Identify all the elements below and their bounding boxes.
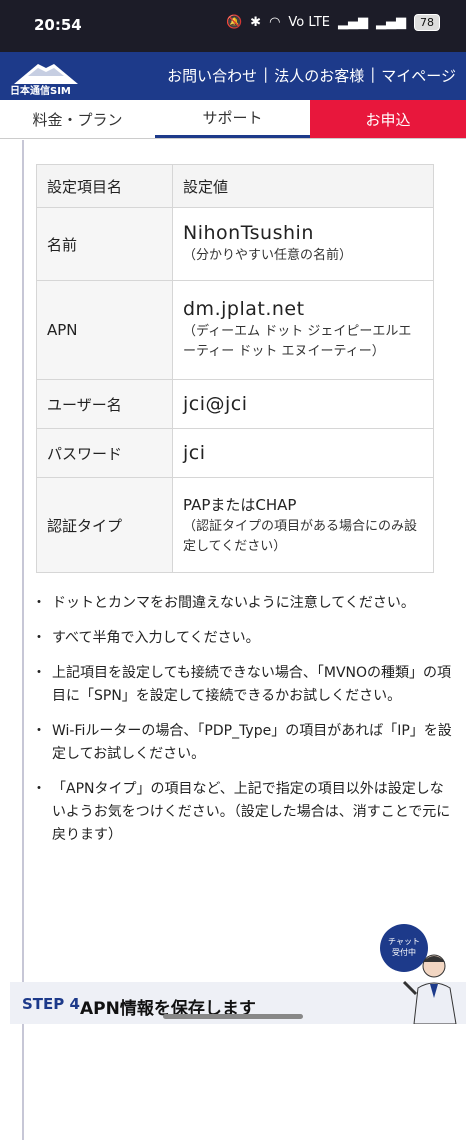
row-value-cell: jci bbox=[172, 428, 434, 478]
table-row: ユーザー名 jci@jci bbox=[36, 379, 434, 429]
table-row: パスワード jci bbox=[36, 428, 434, 478]
table-header-key: 設定項目名 bbox=[36, 164, 173, 208]
chat-agent-icon[interactable] bbox=[400, 948, 460, 1024]
mountain-logo-icon[interactable] bbox=[8, 58, 84, 96]
list-item: 「APNタイプ」の項目など、上記で指定の項目以外は設定しないようお気をつけくださ… bbox=[32, 778, 456, 847]
status-bar: 20:54 🔕 ✱ ◠ Vo LTE ▂▄▆ ▂▄▆ 78 bbox=[0, 0, 466, 52]
mute-icon: 🔕 bbox=[225, 15, 243, 30]
row-note: （認証タイプの項目がある場合にのみ設定してください） bbox=[183, 518, 418, 554]
main-content: 設定項目名 設定値 名前 NihonTsushin （分かりやすい任意の名前） … bbox=[22, 140, 466, 1140]
tab-apply[interactable]: お申込 bbox=[310, 100, 466, 138]
table-header-row: 設定項目名 設定値 bbox=[36, 164, 434, 208]
status-icons: 🔕 ✱ ◠ Vo LTE ▂▄▆ ▂▄▆ 78 bbox=[226, 14, 440, 31]
chat-button[interactable]: チャット 受付中 bbox=[380, 924, 428, 972]
tab-support[interactable]: サポート bbox=[155, 100, 310, 138]
row-note: （分かりやすい任意の名前） bbox=[183, 248, 353, 263]
chat-label: チャット bbox=[388, 937, 420, 946]
row-value-cell: jci@jci bbox=[172, 379, 434, 429]
row-value: PAPまたはCHAP bbox=[183, 495, 297, 514]
list-item: ドットとカンマをお間違えないように注意してください。 bbox=[32, 592, 456, 615]
bluetooth-icon: ✱ bbox=[250, 15, 262, 30]
row-value: jci@jci bbox=[183, 393, 248, 415]
contact-link[interactable]: お問い合わせ bbox=[167, 67, 258, 85]
wifi-icon: ◠ bbox=[269, 15, 281, 30]
row-value-cell: NihonTsushin （分かりやすい任意の名前） bbox=[172, 207, 434, 281]
logo-text: 日本通信SIM bbox=[10, 86, 71, 97]
row-value-cell: dm.jplat.net （ディーエム ドット ジェイピーエルエーティー ドット… bbox=[172, 280, 434, 380]
row-key: パスワード bbox=[36, 428, 173, 478]
site-header: 日本通信SIM お問い合わせ | 法人のお客様 | マイページ bbox=[0, 52, 466, 100]
table-row: 認証タイプ PAPまたはCHAP （認証タイプの項目がある場合にのみ設定してくだ… bbox=[36, 477, 434, 573]
header-links: お問い合わせ | 法人のお客様 | マイページ bbox=[167, 65, 456, 86]
notes-list: ドットとカンマをお間違えないように注意してください。 すべて半角で入力してくださ… bbox=[32, 592, 456, 859]
network-label: Vo LTE bbox=[288, 15, 330, 30]
tab-pricing[interactable]: 料金・プラン bbox=[32, 110, 123, 129]
row-key: 名前 bbox=[36, 207, 173, 281]
row-key: 認証タイプ bbox=[36, 477, 173, 573]
table-row: APN dm.jplat.net （ディーエム ドット ジェイピーエルエーティー… bbox=[36, 280, 434, 380]
divider: | bbox=[263, 65, 269, 83]
row-note: （ディーエム ドット ジェイピーエルエーティー ドット エヌイーティー） bbox=[183, 324, 412, 359]
row-value-cell: PAPまたはCHAP （認証タイプの項目がある場合にのみ設定してください） bbox=[172, 477, 434, 573]
list-item: Wi-Fiルーターの場合、「PDP_Type」の項目があれば「IP」を設定してお… bbox=[32, 720, 456, 766]
signal-icon-2: ▂▄▆ bbox=[376, 15, 406, 30]
nav-tabs: 料金・プラン サポート お申込 bbox=[0, 100, 466, 139]
list-item: すべて半角で入力してください。 bbox=[32, 627, 456, 650]
list-item: 上記項目を設定しても接続できない場合、「MVNOの種類」の項目に「SPN」を設定… bbox=[32, 662, 456, 708]
home-indicator[interactable] bbox=[163, 1014, 303, 1019]
row-value: dm.jplat.net bbox=[183, 298, 305, 320]
status-time: 20:54 bbox=[34, 16, 82, 34]
battery-icon: 78 bbox=[414, 14, 440, 31]
table-row: 名前 NihonTsushin （分かりやすい任意の名前） bbox=[36, 207, 434, 281]
mypage-link[interactable]: マイページ bbox=[381, 67, 456, 85]
apn-settings-table: 設定項目名 設定値 名前 NihonTsushin （分かりやすい任意の名前） … bbox=[36, 164, 434, 573]
divider: | bbox=[370, 65, 376, 83]
row-key: APN bbox=[36, 280, 173, 380]
row-key: ユーザー名 bbox=[36, 379, 173, 429]
business-link[interactable]: 法人のお客様 bbox=[274, 67, 365, 85]
table-header-value: 設定値 bbox=[172, 164, 434, 208]
chat-status: 受付中 bbox=[392, 948, 416, 957]
row-value: NihonTsushin bbox=[183, 222, 314, 244]
row-value: jci bbox=[183, 442, 206, 464]
signal-icon: ▂▄▆ bbox=[338, 15, 368, 30]
step-number: STEP 4 bbox=[22, 995, 80, 1013]
